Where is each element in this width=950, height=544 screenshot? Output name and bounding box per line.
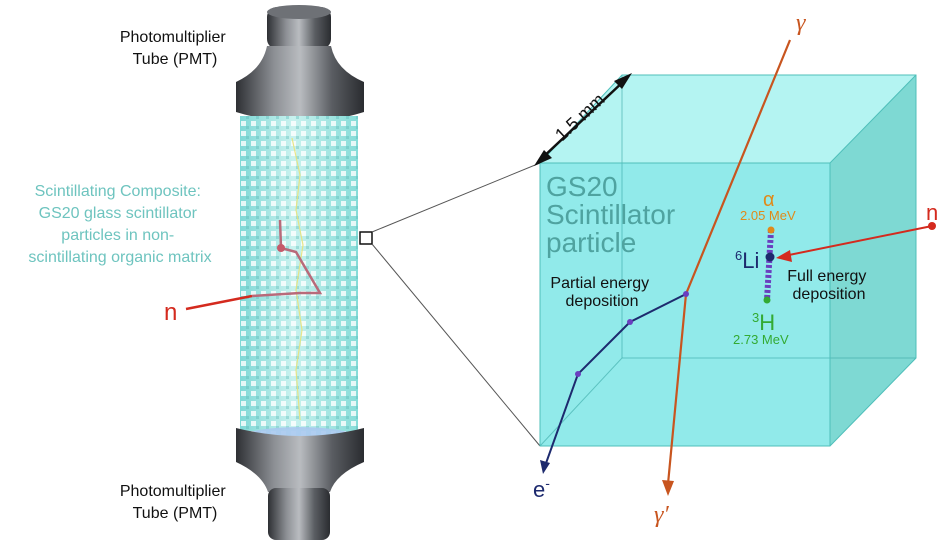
capture-track [764, 229, 774, 301]
particle-title: GS20 Scintillator particle [546, 171, 683, 258]
gamma-in-label: γ [796, 10, 806, 36]
cube-side-face [830, 75, 916, 446]
pmt-top-label: Photomultiplier Tube (PMT) [120, 29, 230, 68]
composite-label: Scintillating Composite: GS20 glass scin… [28, 183, 211, 266]
zoom-line-bottom [371, 243, 541, 447]
scintillator-cube [539, 74, 917, 447]
gamma-out-label: γ′ [654, 502, 669, 528]
zoom-box [359, 231, 373, 245]
li-dot [765, 252, 775, 262]
pmt-top-flare [236, 46, 364, 122]
alpha-label: α [763, 189, 775, 211]
triton-dot [763, 296, 771, 304]
capture-point [277, 244, 285, 252]
light-trace [291, 137, 304, 421]
neutron-arrow-left [185, 294, 253, 311]
neutron-label-right: n [926, 200, 938, 225]
partial-deposition-label: Partial energy deposition [550, 275, 653, 310]
h-energy: 2.73 MeV [733, 332, 789, 347]
detector-cylinder [236, 5, 373, 540]
neutron-arrow-right [783, 225, 933, 257]
neutron-capture: n α 2.05 MeV 6Li 3H 2.73 MeV [733, 189, 938, 347]
h-label: 3H [752, 310, 775, 335]
neutron-label-left: n [164, 299, 177, 326]
pmt-bottom-cap [268, 488, 330, 540]
electron-track: e- [533, 291, 689, 502]
alpha-energy: 2.05 MeV [740, 208, 796, 223]
pmt-bottom-label: Photomultiplier Tube (PMT) [120, 483, 230, 522]
pmt-bottom-flare [236, 428, 364, 492]
full-deposition-label: Full energy deposition [787, 268, 871, 303]
alpha-dot [767, 226, 775, 234]
li-label: 6Li [735, 248, 759, 273]
cube-top-face [540, 75, 916, 163]
zoom-line-top [371, 162, 541, 233]
electron-label: e- [533, 475, 550, 502]
electron-path [544, 293, 687, 467]
neutron-track-composite [278, 219, 323, 295]
